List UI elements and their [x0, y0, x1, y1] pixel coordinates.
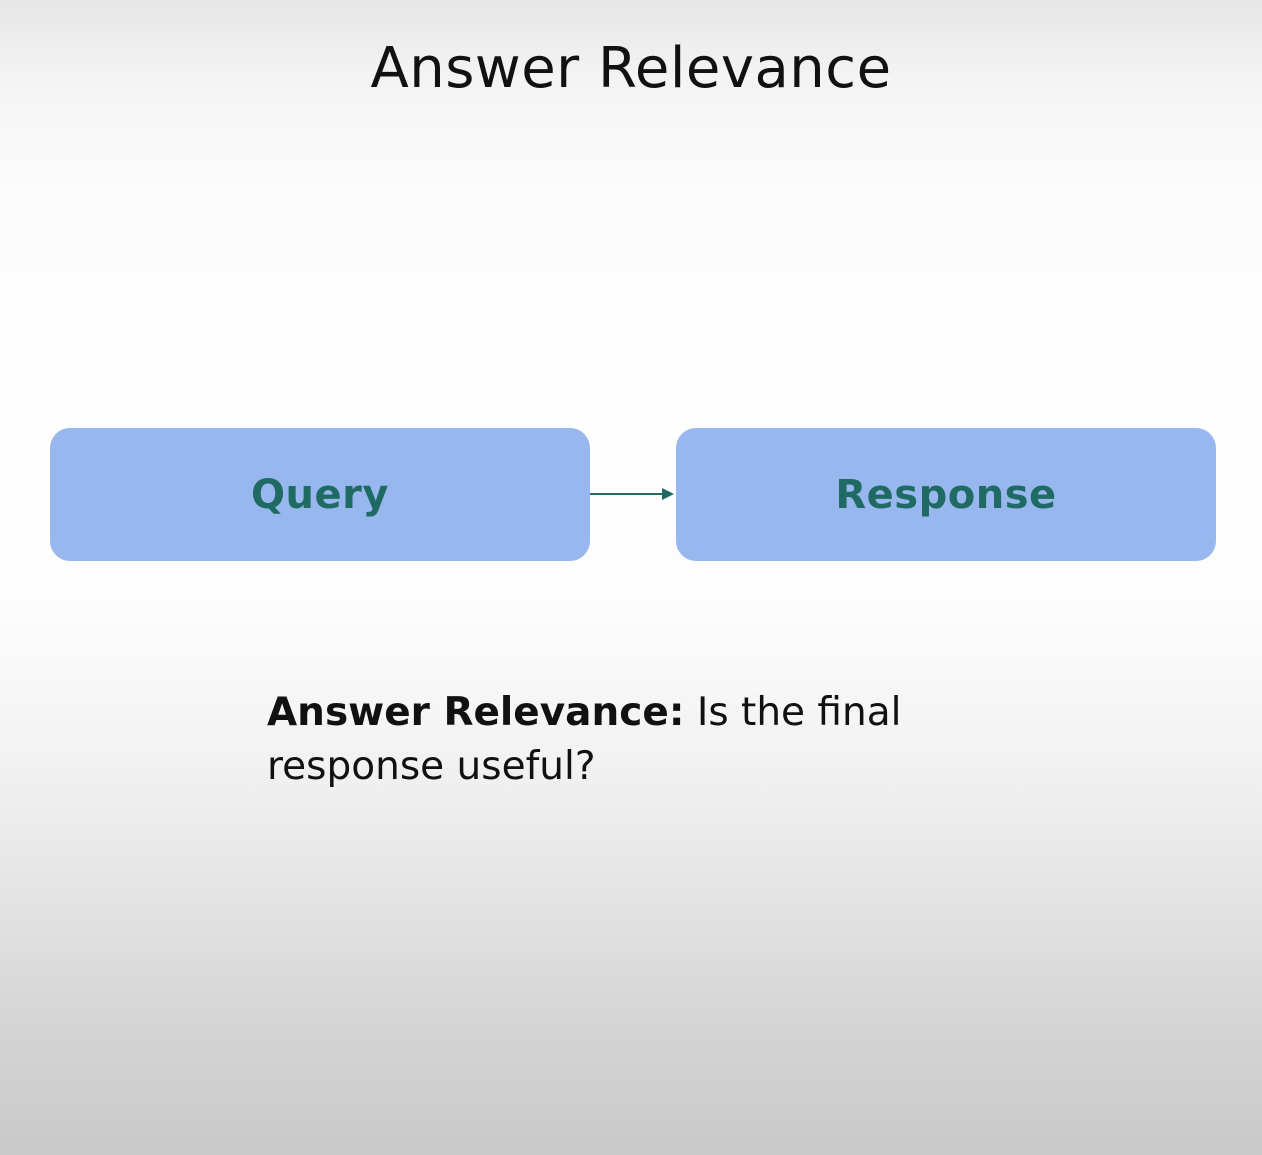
query-node-label: Query	[251, 471, 389, 518]
query-node: Query	[50, 428, 590, 561]
arrow-head	[662, 488, 674, 500]
response-node-label: Response	[835, 471, 1057, 518]
response-node: Response	[676, 428, 1216, 561]
query-to-response-arrow	[590, 488, 674, 500]
caption-text: Is the final response useful?	[267, 690, 902, 789]
page-title: Answer Relevance	[370, 36, 892, 101]
definition-caption: Answer Relevance: Is the final response …	[267, 686, 967, 794]
caption-term: Answer Relevance:	[267, 690, 685, 735]
